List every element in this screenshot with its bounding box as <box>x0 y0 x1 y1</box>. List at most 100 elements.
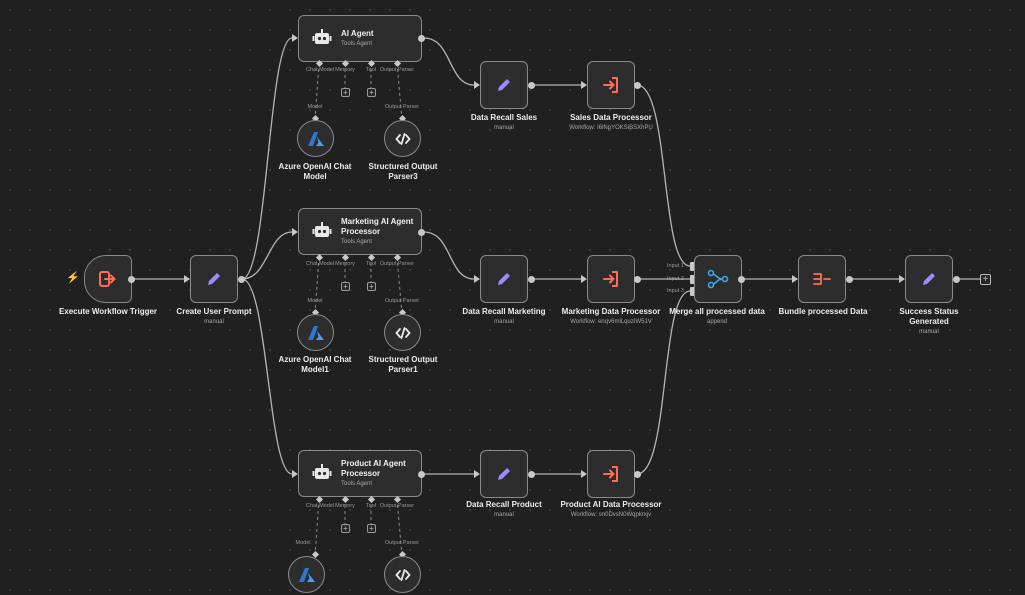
slot-label-output-parser: Output Parser <box>379 503 415 509</box>
robot-icon <box>312 29 332 44</box>
slot-label-memory: Memory <box>335 261 355 267</box>
product-ai-agent-node[interactable]: Product AI Agent Processor Tools Agent <box>298 450 422 497</box>
sign-in-arrow-icon <box>603 77 618 93</box>
sign-in-arrow-icon <box>99 271 116 287</box>
node-sublabel: manual <box>204 319 224 325</box>
ai-agent-node[interactable]: AI Agent Tools Agent <box>298 15 422 62</box>
node-label: Success Status Generated <box>899 307 959 326</box>
output-handle[interactable] <box>418 229 425 236</box>
output-handle[interactable] <box>634 276 641 283</box>
marketing-data-processor-node[interactable] <box>587 255 635 303</box>
code-icon <box>394 132 411 145</box>
output-handle[interactable] <box>418 471 425 478</box>
output-handle[interactable] <box>418 35 425 42</box>
node-label: Data Recall Sales <box>470 113 538 122</box>
product-ai-data-processor-node[interactable] <box>587 450 635 498</box>
add-memory-button[interactable]: + <box>341 282 350 291</box>
node-label: Marketing Data Processor <box>561 307 661 316</box>
output-handle[interactable] <box>528 471 535 478</box>
node-sublabel: manual <box>494 319 514 325</box>
output-handle[interactable] <box>634 471 641 478</box>
aggregate-icon <box>813 273 831 285</box>
node-label: Sales Data Processor <box>570 113 652 122</box>
node-label: Data Recall Product <box>466 500 542 509</box>
pen-icon <box>498 273 510 285</box>
agent-subtitle: Tools Agent <box>341 41 373 47</box>
slot-label-chat-model: Chat Model <box>305 503 335 509</box>
model-slot-label: Model <box>307 104 323 110</box>
agent-title: AI Agent <box>341 29 374 38</box>
execute-workflow-trigger-node[interactable] <box>84 255 132 303</box>
azure-icon <box>307 325 324 340</box>
success-status-node[interactable] <box>905 255 953 303</box>
slot-label-tool: Tool <box>365 503 377 509</box>
pen-icon <box>498 468 510 480</box>
parser-slot-label: Output Parser <box>384 540 420 546</box>
output-handle[interactable] <box>634 82 641 89</box>
marketing-ai-agent-node[interactable]: Marketing AI Agent Processor Tools Agent <box>298 208 422 255</box>
output-handle[interactable] <box>953 276 960 283</box>
slot-label-chat-model: Chat Model <box>305 67 335 73</box>
node-label: Execute Workflow Trigger <box>58 307 158 316</box>
data-recall-marketing-node[interactable] <box>480 255 528 303</box>
code-icon <box>394 568 411 581</box>
agent-title: Product AI Agent Processor <box>341 459 406 478</box>
agent-subtitle: Tools Agent <box>341 481 373 487</box>
azure-icon <box>298 567 315 582</box>
input-label: Input 2 <box>667 276 684 282</box>
merge-node[interactable] <box>694 255 742 303</box>
azure-openai-chat-model1-node[interactable] <box>297 314 334 351</box>
azure-openai-chat-model-node[interactable] <box>297 120 334 157</box>
node-label: Create User Prompt <box>176 307 252 316</box>
node-sublabel: manual <box>494 125 514 131</box>
node-label: Data Recall Marketing <box>462 307 546 316</box>
input-label: Input 1 <box>667 263 684 269</box>
slot-label-output-parser: Output Parser <box>379 67 415 73</box>
node-label: Product AI Data Processor <box>560 500 662 509</box>
agent-title: Marketing AI Agent Processor <box>341 217 414 236</box>
add-node-button[interactable]: + <box>980 274 991 285</box>
input-1-handle[interactable] <box>690 262 695 271</box>
pen-icon <box>923 273 935 285</box>
data-recall-sales-node[interactable] <box>480 61 528 109</box>
node-sublabel: Workflow: sn0DvsN0Wqpkrxjv <box>570 512 652 518</box>
add-tool-button[interactable]: + <box>367 524 376 533</box>
output-handle[interactable] <box>528 82 535 89</box>
node-sublabel: append <box>706 319 728 325</box>
add-tool-button[interactable]: + <box>367 282 376 291</box>
model-slot-label: Model <box>295 540 311 546</box>
agent-subtitle: Tools Agent <box>341 239 373 245</box>
slot-label-tool: Tool <box>365 261 377 267</box>
structured-output-parser1-node[interactable] <box>384 314 421 351</box>
model-slot-label: Model <box>307 298 323 304</box>
add-memory-button[interactable]: + <box>341 524 350 533</box>
parser-label: Structured Output Parser3 <box>368 162 438 181</box>
output-handle[interactable] <box>846 276 853 283</box>
sign-in-arrow-icon <box>603 271 618 287</box>
input-2-handle[interactable] <box>690 275 695 284</box>
output-handle[interactable] <box>128 276 135 283</box>
data-recall-product-node[interactable] <box>480 450 528 498</box>
input-label: Input 3 <box>667 288 684 294</box>
slot-label-chat-model: Chat Model <box>305 261 335 267</box>
bundle-processed-data-node[interactable] <box>798 255 846 303</box>
output-handle[interactable] <box>528 276 535 283</box>
output-handle[interactable] <box>238 276 245 283</box>
sales-data-processor-node[interactable] <box>587 61 635 109</box>
structured-output-parser-node[interactable] <box>384 120 421 157</box>
add-memory-button[interactable]: + <box>341 88 350 97</box>
azure-openai-chat-model-node[interactable] <box>288 556 325 593</box>
robot-icon <box>312 464 332 479</box>
structured-output-parser-node[interactable] <box>384 556 421 593</box>
input-3-handle[interactable] <box>690 287 695 296</box>
output-handle[interactable] <box>738 276 745 283</box>
create-user-prompt-node[interactable] <box>190 255 238 303</box>
lightning-bolt-icon: ⚡ <box>66 272 80 284</box>
slot-label-tool: Tool <box>365 67 377 73</box>
pen-icon <box>498 79 510 91</box>
node-sublabel: Workflow: enqv6mlLquzIW51V <box>570 319 652 325</box>
node-label: Merge all processed data <box>669 307 765 316</box>
add-tool-button[interactable]: + <box>367 88 376 97</box>
